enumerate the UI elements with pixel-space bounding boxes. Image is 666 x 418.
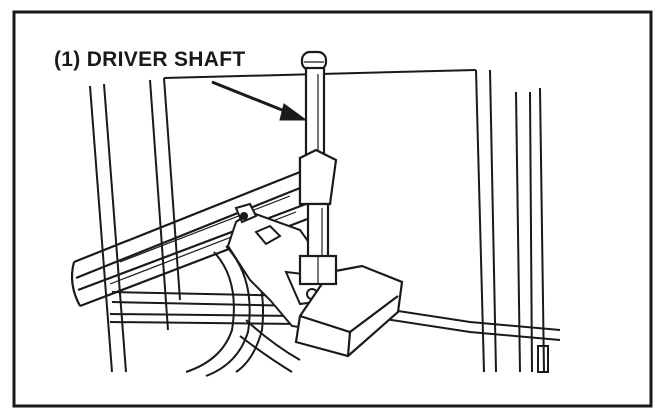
driver-shaft (298, 50, 338, 286)
callout-text: DRIVER SHAFT (86, 48, 246, 71)
wooden-block (294, 264, 404, 358)
arrow-pointer (211, 80, 308, 121)
callout-label: (1) DRIVER SHAFT (54, 48, 246, 72)
callout-number: (1) (54, 48, 81, 71)
figure-border (12, 10, 653, 408)
